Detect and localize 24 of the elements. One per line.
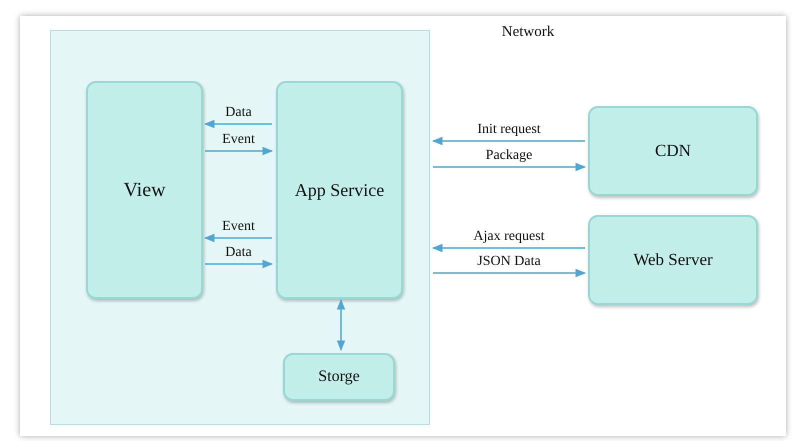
arrow [204, 120, 272, 128]
node-label: App Service [294, 180, 384, 200]
process-box [588, 215, 758, 305]
arrow [336, 298, 346, 352]
node-label: View [123, 178, 166, 202]
edge-label: Init request [475, 122, 543, 138]
process-box [588, 106, 758, 196]
node-label: Web Server [633, 250, 713, 270]
section-heading: Network [502, 24, 554, 41]
node-label: CDN [655, 141, 691, 161]
container-panel [50, 30, 430, 425]
process-box [283, 353, 395, 401]
edge-label: Package [484, 148, 534, 164]
arrow [432, 136, 585, 146]
arrow [433, 162, 586, 172]
arrow [432, 244, 585, 252]
process-box [276, 81, 403, 299]
arrow [204, 234, 272, 242]
arrow [205, 146, 274, 156]
node-label: Storge [318, 368, 360, 386]
edge-label: Ajax request [471, 229, 547, 245]
arrow [205, 260, 274, 268]
process-box [86, 81, 203, 299]
arrow [433, 268, 586, 278]
